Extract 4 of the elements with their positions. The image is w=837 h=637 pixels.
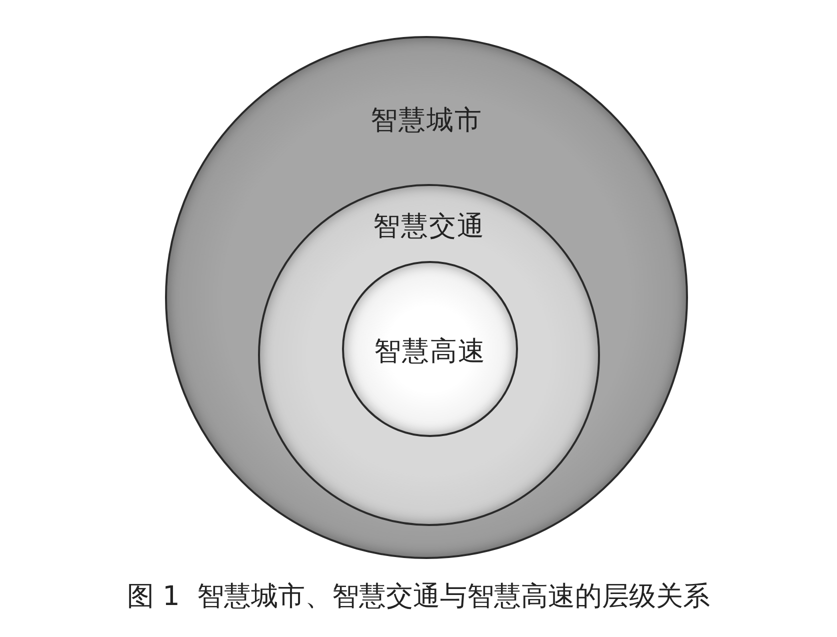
circle-label: 智慧城市: [370, 104, 484, 138]
circle-label: 智慧交通: [372, 210, 486, 244]
figure-caption: 图 1 智慧城市、智慧交通与智慧高速的层级关系: [126, 580, 711, 614]
circle-label: 智慧高速: [373, 335, 487, 369]
